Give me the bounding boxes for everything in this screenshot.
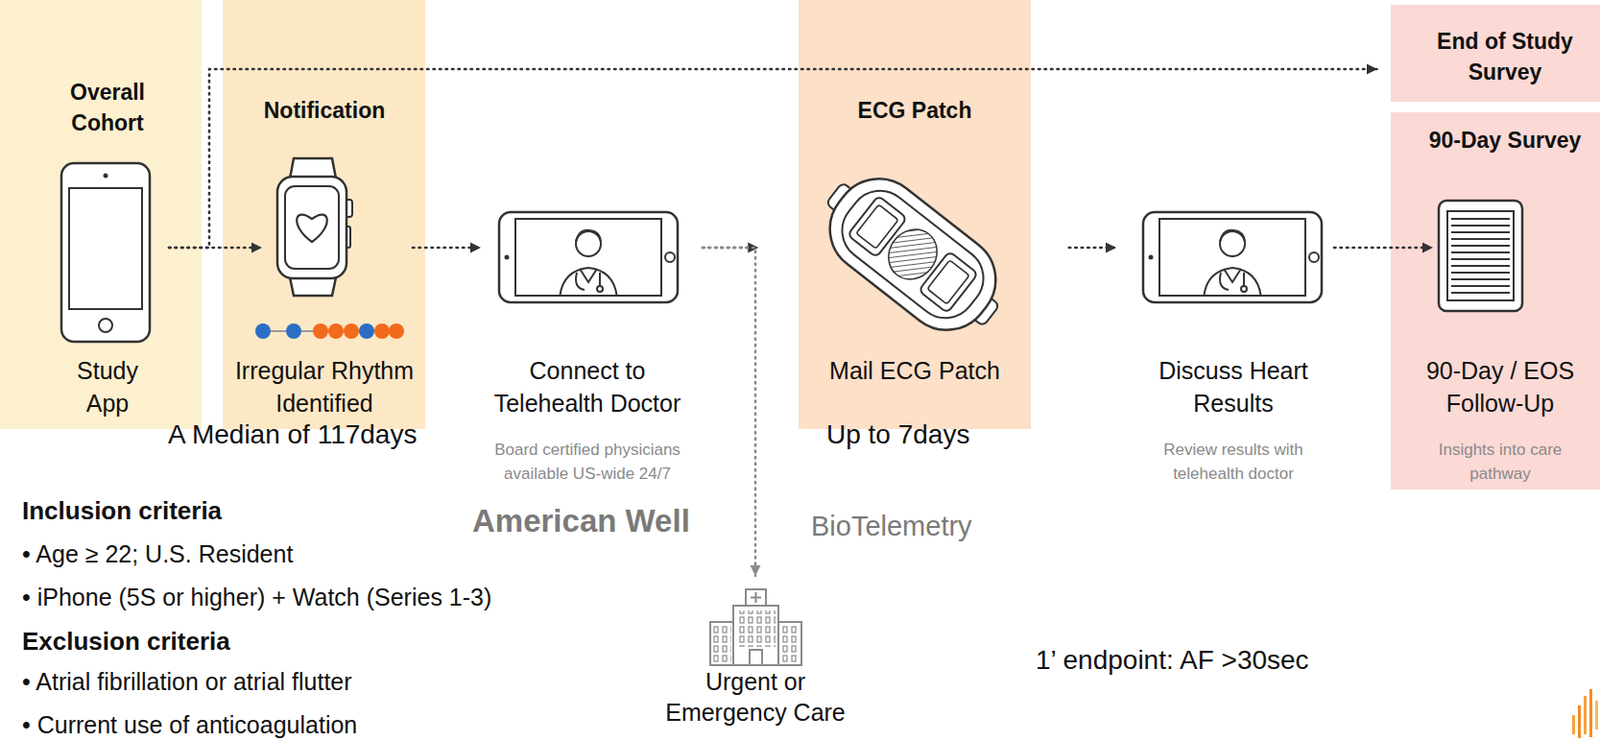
annotation: American Well xyxy=(472,502,691,540)
node-heading: Discuss Heart Results xyxy=(1142,354,1325,420)
corner-logo xyxy=(1572,689,1599,739)
watch-icon xyxy=(277,158,353,296)
annotation: BioTelemetry xyxy=(811,508,973,544)
annotation: 1’ endpoint: AF >30sec xyxy=(1035,644,1310,677)
node-heading: End of Study Survey xyxy=(1418,25,1592,88)
node-heading: Overall Cohort xyxy=(49,76,166,139)
node-heading: Urgent or Emergency Care xyxy=(664,666,847,728)
arrow-head xyxy=(470,242,481,254)
node-text: Review results with telehealth doctor xyxy=(1146,437,1320,486)
node-heading: Connect to Telehealth Doctor xyxy=(481,354,693,420)
node-text: 90-Day / EOS Follow-Up xyxy=(1408,354,1592,420)
survey-document-icon xyxy=(1438,200,1523,311)
hospital-icon xyxy=(710,589,802,666)
arrow-head xyxy=(1366,64,1378,75)
node-heading: Notification xyxy=(228,95,421,126)
ecg-patch-icon xyxy=(804,155,1021,355)
node-heading: 90-Day Survey xyxy=(1408,124,1600,156)
dotted-connector xyxy=(1334,246,1433,250)
arrow-head xyxy=(1422,242,1433,254)
results-phone-icon xyxy=(1143,212,1322,303)
arrow-head xyxy=(1105,242,1117,254)
annotation: • iPhone (5S or higher) + Watch (Series … xyxy=(22,581,492,613)
annotation: Exclusion criteria xyxy=(22,625,231,657)
phone-icon xyxy=(61,163,150,342)
node-text: Study App xyxy=(64,354,151,420)
dotted-connector xyxy=(168,69,1378,248)
arrow-head xyxy=(750,565,762,576)
dotted-connector xyxy=(702,247,756,576)
care-box: Urgent or Emergency Care xyxy=(662,579,850,740)
node-text: Mail ECG Patch xyxy=(804,354,1026,387)
annotation: Inclusion criteria xyxy=(22,495,222,526)
survey-box: End of Study Survey xyxy=(1390,4,1600,102)
node-text: Insights into care pathway xyxy=(1423,437,1577,486)
annotation: Up to 7days xyxy=(826,418,970,452)
node-text: Irregular Rhythm Identified xyxy=(221,354,429,420)
annotation: A Median of 117days xyxy=(167,418,417,452)
node-text: Board certified physicians available US-… xyxy=(472,437,703,486)
annotation: • Age ≥ 22; U.S. Resident xyxy=(22,538,293,570)
annotation: • Atrial fibrillation or atrial flutter xyxy=(22,666,353,697)
node-heading: ECG Patch xyxy=(809,95,1021,126)
arrow-head xyxy=(251,242,263,254)
annotation: • Current use of anticoagulation xyxy=(22,711,358,740)
rhythm-dots xyxy=(255,323,405,339)
telehealth-phone-icon xyxy=(499,212,678,303)
